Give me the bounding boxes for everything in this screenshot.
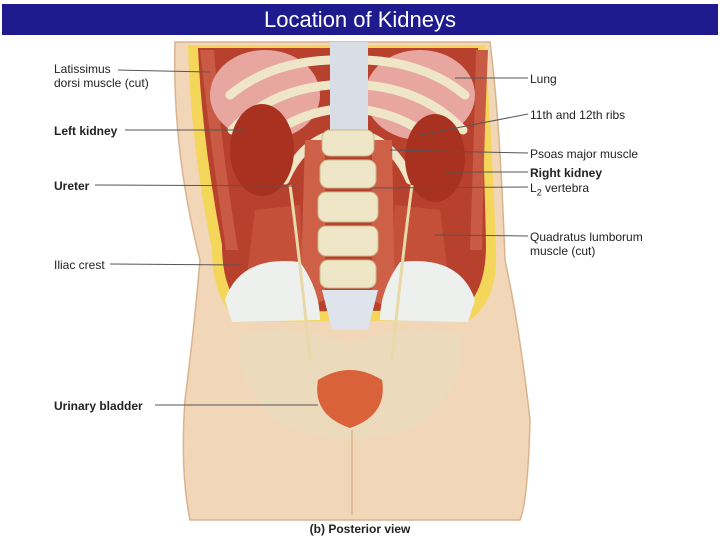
leader-psoas <box>389 149 529 154</box>
psoas-right <box>372 140 395 310</box>
label-ribs: 11th and 12th ribs <box>530 108 626 122</box>
leader-ureter <box>94 184 296 187</box>
label-vertebra: L2 vertebra <box>530 181 589 199</box>
vertebra-3 <box>317 191 379 223</box>
vertebra-2 <box>319 159 377 189</box>
rib-l1 <box>225 55 335 100</box>
label-right-kidney: Right kidney <box>530 166 603 180</box>
figure-caption: (b) Posterior view <box>309 522 411 536</box>
label-psoas: Psoas major muscle <box>530 147 639 161</box>
label-vertebra-word: vertebra <box>541 181 590 195</box>
leader-quadratus <box>434 234 529 237</box>
ureter-left <box>288 184 312 361</box>
iliac-right <box>380 261 475 322</box>
vertebra-1 <box>321 129 375 157</box>
latissimus-right <box>470 50 488 250</box>
rib-r1 <box>360 55 470 100</box>
label-quadratus-1: Quadratus lumborum <box>530 230 643 244</box>
spine-column <box>330 42 368 142</box>
psoas-left <box>300 140 325 310</box>
ureter-right <box>390 184 414 361</box>
label-latissimus-2: dorsi muscle (cut) <box>54 76 149 90</box>
label-iliac-crest: Iliac crest <box>54 258 105 272</box>
label-ureter: Ureter <box>54 179 90 193</box>
label-urinary-bladder: Urinary bladder <box>54 399 143 413</box>
label-lung: Lung <box>530 72 557 86</box>
vertebra-4 <box>317 225 379 257</box>
left-kidney-shape <box>230 104 294 196</box>
leader-vertebra <box>371 186 529 189</box>
leader-ribs <box>419 113 529 136</box>
urinary-bladder-shape <box>317 370 383 428</box>
slide-title: Location of Kidneys <box>2 4 718 35</box>
sacrum <box>322 290 378 330</box>
iliac-left <box>225 261 320 322</box>
vertebra-5 <box>319 259 377 289</box>
right-kidney-shape <box>405 114 465 202</box>
leader-latissimus <box>117 69 211 73</box>
label-vertebra-sub: 2 <box>536 187 542 198</box>
label-quadratus-2: muscle (cut) <box>530 244 596 258</box>
label-vertebra-letter: L <box>530 181 537 195</box>
latissimus-left <box>200 50 238 250</box>
label-latissimus-1: Latissimus <box>54 62 111 76</box>
label-left-kidney: Left kidney <box>54 124 118 138</box>
rib-r2 <box>360 80 468 135</box>
leader-iliac <box>109 263 241 266</box>
